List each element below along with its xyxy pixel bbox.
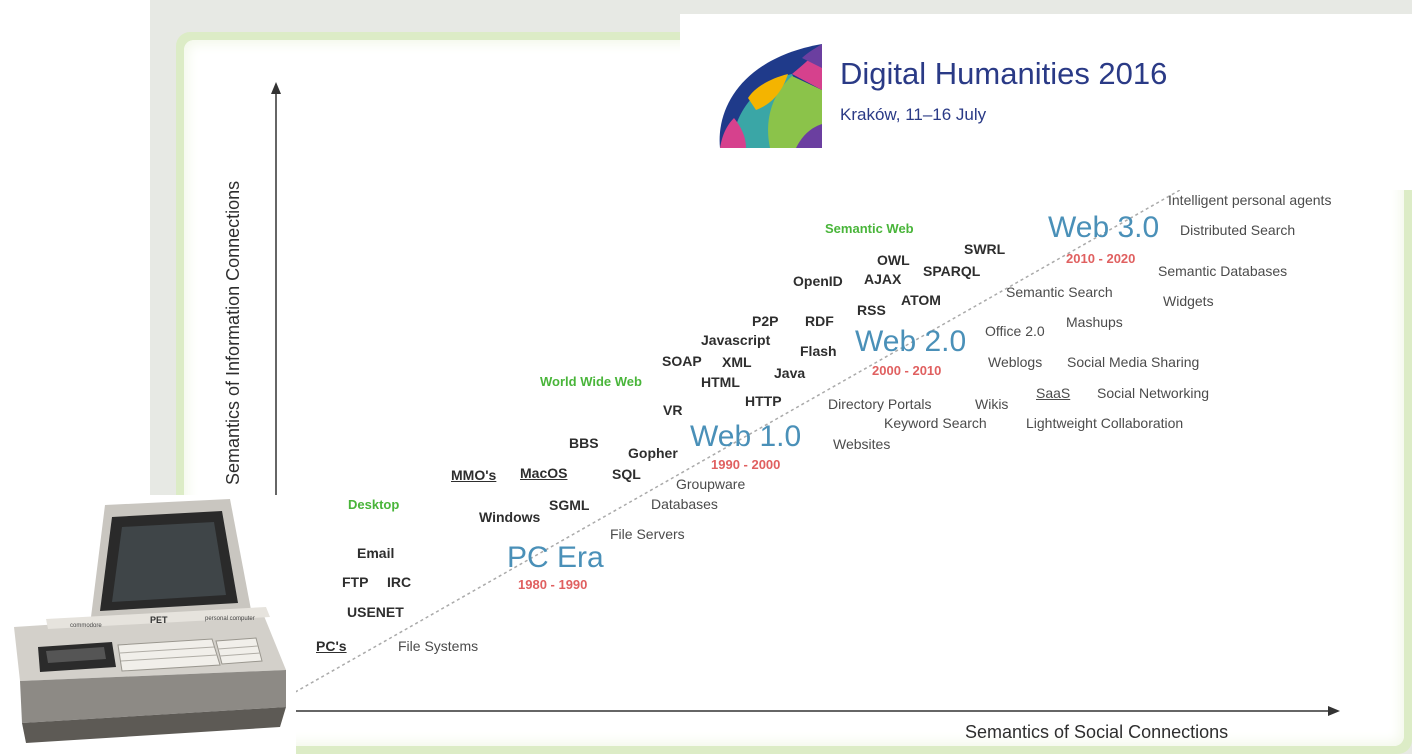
tech-usenet: USENET (347, 604, 404, 620)
pet-tagline-label: personal computer (205, 616, 255, 622)
x-axis-label: Semantics of Social Connections (965, 722, 1229, 742)
app-directory-portals: Directory Portals (828, 396, 932, 412)
app-mashups: Mashups (1066, 314, 1123, 330)
category-world-wide-web: World Wide Web (540, 374, 642, 389)
dh2016-subtitle: Kraków, 11–16 July (840, 105, 987, 124)
era-web1-years: 1990 - 2000 (711, 457, 781, 472)
tech-sql: SQL (612, 466, 641, 482)
y-axis-label: Semantics of Information Connections (223, 180, 243, 485)
app-office-2-0: Office 2.0 (985, 323, 1045, 339)
trend-line (289, 189, 1181, 696)
tech-windows: Windows (479, 509, 541, 525)
app-websites: Websites (833, 436, 891, 452)
tech-ajax: AJAX (864, 271, 902, 287)
tech-p2p: P2P (752, 313, 779, 329)
era-web2-years: 2000 - 2010 (872, 363, 942, 378)
app-keyword-search: Keyword Search (884, 415, 987, 431)
app-intelligent-personal-agents: Intelligent personal agents (1168, 192, 1332, 208)
category-semantic-web: Semantic Web (825, 221, 914, 236)
y-axis-arrow (271, 82, 281, 94)
era-web2: Web 2.0 (855, 325, 967, 358)
app-databases: Databases (651, 496, 718, 512)
tech-email: Email (357, 545, 395, 561)
tech-sparql: SPARQL (923, 263, 981, 279)
pet-model-label: PET (150, 615, 168, 625)
tech-mmos: MMO's (451, 467, 497, 483)
tech-xml: XML (722, 354, 752, 370)
app-semantic-databases: Semantic Databases (1158, 263, 1288, 279)
tech-atom: ATOM (901, 292, 941, 308)
tech-gopher: Gopher (628, 445, 678, 461)
app-weblogs: Weblogs (988, 354, 1043, 370)
era-pc: PC Era (507, 541, 604, 574)
commodore-pet-illustration: commodore PET personal computer (14, 499, 286, 743)
app-distributed-search: Distributed Search (1180, 222, 1296, 238)
tech-irc: IRC (387, 574, 412, 590)
tech-javascript: Javascript (701, 332, 771, 348)
tech-bbs: BBS (569, 435, 599, 451)
app-file-servers: File Servers (610, 526, 685, 542)
tech-soap: SOAP (662, 353, 702, 369)
tech-rss: RSS (857, 302, 886, 318)
tech-flash: Flash (800, 343, 837, 359)
tech-swrl: SWRL (964, 241, 1006, 257)
tech-html: HTML (701, 374, 740, 390)
tech-rdf: RDF (805, 313, 834, 329)
app-semantic-search: Semantic Search (1006, 284, 1113, 300)
app-widgets: Widgets (1163, 293, 1214, 309)
tech-vr: VR (663, 402, 683, 418)
tech-java: Java (774, 365, 806, 381)
app-lightweight-collaboration: Lightweight Collaboration (1026, 415, 1184, 431)
tech-macos: MacOS (520, 465, 568, 481)
tech-http: HTTP (745, 393, 782, 409)
app-wikis: Wikis (975, 396, 1009, 412)
tech-pcs: PC's (316, 638, 347, 654)
dh2016-logo (719, 44, 822, 148)
tech-owl: OWL (877, 252, 910, 268)
era-web3-years: 2010 - 2020 (1066, 251, 1136, 266)
tech-openid: OpenID (793, 273, 843, 289)
app-groupware: Groupware (676, 476, 746, 492)
era-pc-years: 1980 - 1990 (518, 577, 588, 592)
era-web1: Web 1.0 (690, 420, 802, 453)
app-file-systems: File Systems (398, 638, 479, 654)
app-social-networking: Social Networking (1097, 385, 1210, 401)
category-desktop: Desktop (348, 497, 400, 512)
tech-ftp: FTP (342, 574, 369, 590)
app-social-media-sharing: Social Media Sharing (1067, 354, 1200, 370)
dh2016-title: Digital Humanities 2016 (840, 56, 1168, 91)
app-saas: SaaS (1036, 385, 1071, 401)
x-axis-arrow (1328, 706, 1340, 716)
pet-brand-label: commodore (70, 623, 102, 629)
tech-sgml: SGML (549, 497, 590, 513)
era-web3: Web 3.0 (1048, 211, 1160, 244)
